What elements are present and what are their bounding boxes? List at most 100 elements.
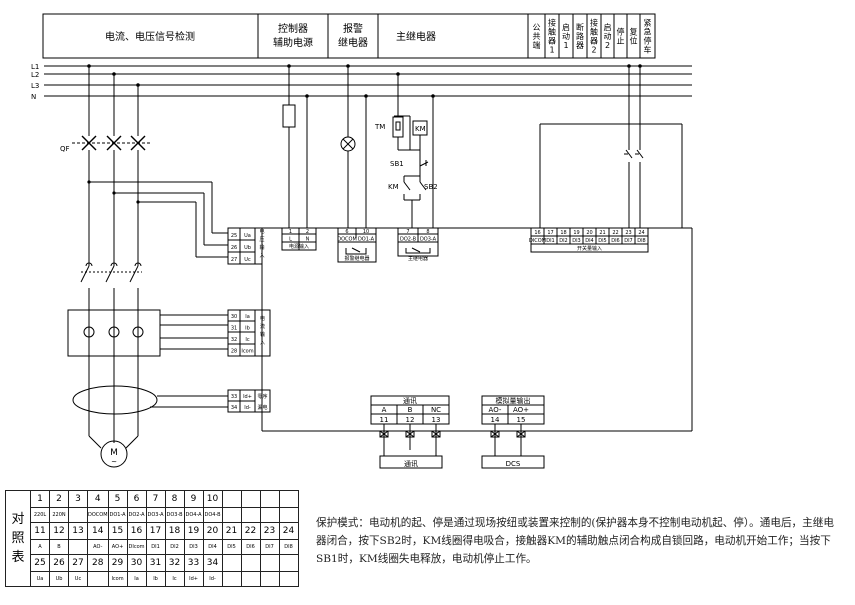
mapping-terminal-signal	[221, 571, 242, 587]
switch-terminal-num: 18	[560, 230, 566, 236]
mapping-terminal-number: 4	[87, 490, 109, 508]
mapping-terminal-number: 8	[164, 490, 185, 508]
header-control-power-line2: 辅助电源	[273, 36, 313, 49]
header-col-4-char: 接	[590, 18, 598, 28]
mapping-terminal-signal: B	[49, 539, 69, 555]
power-terminal-signal: N	[306, 237, 310, 243]
mapping-terminal-number: 7	[145, 490, 166, 508]
motor-label: M	[110, 448, 118, 458]
header-control-power-line1: 控制器	[278, 22, 308, 35]
mapping-terminal-signal: Icom	[107, 571, 128, 587]
header-col-3-char: 器	[576, 41, 584, 50]
header-col-1-char: 触	[548, 27, 556, 37]
mapping-terminal-signal	[87, 571, 109, 587]
mapping-terminal-number: 15	[107, 522, 128, 540]
zero-sequence-ct	[72, 385, 158, 415]
mapping-terminal-signal: DI8	[278, 539, 299, 555]
current-input-block	[227, 309, 271, 357]
analog-out-connector	[516, 430, 526, 438]
header-col-3-char: 断	[576, 22, 584, 32]
switch-terminal-num: 17	[547, 230, 553, 236]
mapping-terminal-signal: DO4-A	[183, 507, 204, 523]
analog-out-frame	[481, 395, 545, 425]
comm-num: 11	[380, 416, 389, 424]
mapping-terminal-number: 6	[126, 490, 147, 508]
comm-bus-box	[379, 455, 443, 469]
header-col-3-char: 路	[576, 31, 584, 41]
comm-connector	[379, 430, 389, 438]
mapping-terminal-number: 11	[30, 522, 50, 540]
mapping-terminal-number	[259, 554, 280, 572]
mapping-terminal-signal: DO2-A	[126, 507, 147, 523]
main-relay-branch-wiring	[392, 74, 439, 257]
comm-connector-mark	[379, 430, 389, 438]
switch-terminal-signal: DI7	[624, 238, 633, 244]
switch-terminal-num: 23	[625, 230, 631, 236]
switch-terminal-num: 16	[534, 230, 540, 236]
mapping-terminal-signal: Ub	[49, 571, 69, 587]
mapping-terminal-number: 31	[145, 554, 166, 572]
mapping-terminal-signal: DO4-B	[202, 507, 223, 523]
header-col-4-char: 2	[591, 46, 596, 55]
motor-ac-symbol: ~	[111, 458, 117, 466]
mapping-terminal-number: 25	[30, 554, 50, 572]
alarm-terminal-signal: DO1-A	[358, 237, 375, 243]
comm-signal: NC	[431, 406, 441, 414]
main-relay-caption: 主继电器	[408, 255, 428, 262]
mapping-terminal-signal: Ia	[126, 571, 147, 587]
switch-terminal-num: 22	[612, 230, 618, 236]
mapping-terminal-signal: DI1	[145, 539, 166, 555]
header-col-0-char: 公	[533, 23, 541, 32]
mapping-terminal-number: 26	[49, 554, 69, 572]
switch-terminal-num: 21	[599, 230, 605, 236]
analog-out-signal: AO-	[489, 406, 502, 414]
header-col-1-char: 器	[548, 37, 556, 46]
mapping-terminal-signal: DO3-B	[164, 507, 185, 523]
bus-label-l3: L3	[31, 82, 39, 90]
comm-num: 13	[432, 416, 441, 424]
mapping-terminal-number: 14	[87, 522, 109, 540]
current-transformer-block	[67, 309, 161, 357]
header-col-5-char: 启	[604, 22, 612, 32]
current-terminal-signal: Ib	[245, 326, 250, 332]
switch-input-frame	[530, 227, 649, 253]
mapping-terminal-signal	[259, 571, 280, 587]
controller-body	[261, 227, 693, 432]
mapping-terminal-signal: DI6	[240, 539, 261, 555]
switch-terminal-signal: DI6	[611, 238, 620, 244]
leakage-title-line1: 零序	[257, 393, 267, 400]
header-col-0-char: 共	[533, 32, 541, 41]
current-terminal-signal: Ia	[245, 314, 250, 320]
switch-input-wiring	[539, 66, 683, 228]
mapping-terminal-signal: Id-	[202, 571, 223, 587]
current-terminal-num: 28	[231, 349, 237, 355]
header-col-8-char: 停	[644, 36, 652, 46]
mapping-terminal-signal: DIcom	[126, 539, 147, 555]
analog-out-connector-mark	[490, 430, 500, 438]
bus-label-l1: L1	[31, 63, 39, 71]
header-signal-label: 电流、电压信号检测	[105, 30, 195, 43]
current-input-title-char: 流	[260, 323, 265, 330]
current-input-title-char: 入	[260, 340, 265, 346]
current-terminal-num: 31	[231, 326, 237, 332]
mapping-terminal-number: 3	[68, 490, 88, 508]
header-col-8-char: 车	[644, 45, 652, 55]
ct-coils	[83, 326, 144, 338]
switch-terminal-signal: DI5	[598, 238, 607, 244]
mapping-terminal-number	[240, 490, 261, 508]
mapping-terminal-signal	[259, 507, 280, 523]
mapping-terminal-number: 27	[68, 554, 88, 572]
mapping-terminal-signal: DO3-A	[145, 507, 166, 523]
mapping-terminal-signal: DI4	[202, 539, 223, 555]
mapping-terminal-number: 28	[87, 554, 109, 572]
mapping-terminal-signal: DOCOM	[87, 507, 109, 523]
mapping-terminal-signal: Ib	[145, 571, 166, 587]
mapping-terminal-number	[240, 554, 261, 572]
header-col-7-char: 位	[630, 36, 638, 46]
